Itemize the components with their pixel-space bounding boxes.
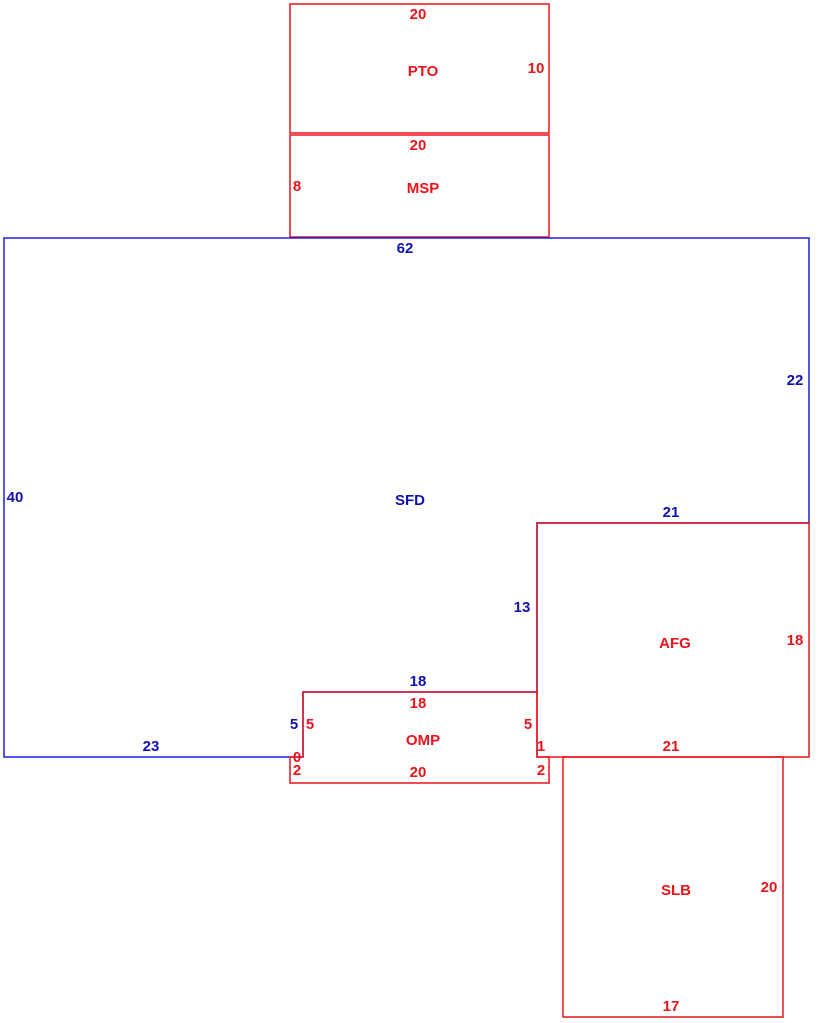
area-omp: 18 5 5 OMP 0 2 1 2 20: [289, 691, 550, 784]
msp-outline: [289, 134, 550, 238]
area-pto: 20 PTO 10: [289, 3, 550, 134]
slb-bottom-dimension: 17: [663, 998, 680, 1015]
area-afg: AFG 18 21: [536, 522, 810, 758]
pto-right-dimension: 10: [528, 60, 545, 77]
sfd-left-dimension: 40: [7, 489, 24, 506]
pto-outline: [289, 3, 550, 134]
slb-label: SLB: [661, 882, 691, 899]
area-msp: 20 MSP 8: [289, 134, 550, 238]
omp-right-lower-dimension-b: 2: [537, 762, 545, 779]
afg-right-dimension: 18: [787, 632, 804, 649]
omp-left-dimension: 5: [306, 716, 314, 733]
area-sfd: 62 40 22 SFD 21 13 18 5 23: [3, 237, 810, 758]
msp-left-dimension: 8: [293, 178, 301, 195]
afg-bottom-dimension: 21: [663, 738, 680, 755]
omp-top-dimension: 18: [410, 695, 427, 712]
omp-right-dimension: 5: [524, 716, 532, 733]
sfd-bottom-left-dimension: 23: [143, 738, 160, 755]
omp-right-lower-dimension-a: 1: [537, 738, 545, 755]
slb-right-dimension: 20: [761, 879, 778, 896]
msp-top-dimension: 20: [410, 137, 427, 154]
omp-label: OMP: [406, 732, 440, 749]
sfd-notch-top-dimension: 18: [410, 673, 427, 690]
area-slb: SLB 20 17: [562, 756, 784, 1018]
sfd-notch-left-dimension: 5: [290, 716, 298, 733]
sfd-top-dimension: 62: [397, 240, 414, 257]
slb-outline: [562, 756, 784, 1018]
pto-label: PTO: [408, 63, 439, 80]
sfd-step-top-dimension: 21: [663, 504, 680, 521]
omp-left-lower-dimension-b: 2: [293, 762, 301, 779]
afg-label: AFG: [659, 635, 691, 652]
sfd-right-dimension: 22: [787, 372, 804, 389]
omp-left-lower-dimension-a: 0: [293, 749, 301, 766]
sfd-step-left-dimension: 13: [514, 599, 531, 616]
pto-top-dimension: 20: [410, 6, 427, 23]
msp-label: MSP: [407, 180, 440, 197]
omp-outline: [289, 691, 550, 784]
omp-bottom-dimension: 20: [410, 764, 427, 781]
sfd-label: SFD: [395, 492, 425, 509]
